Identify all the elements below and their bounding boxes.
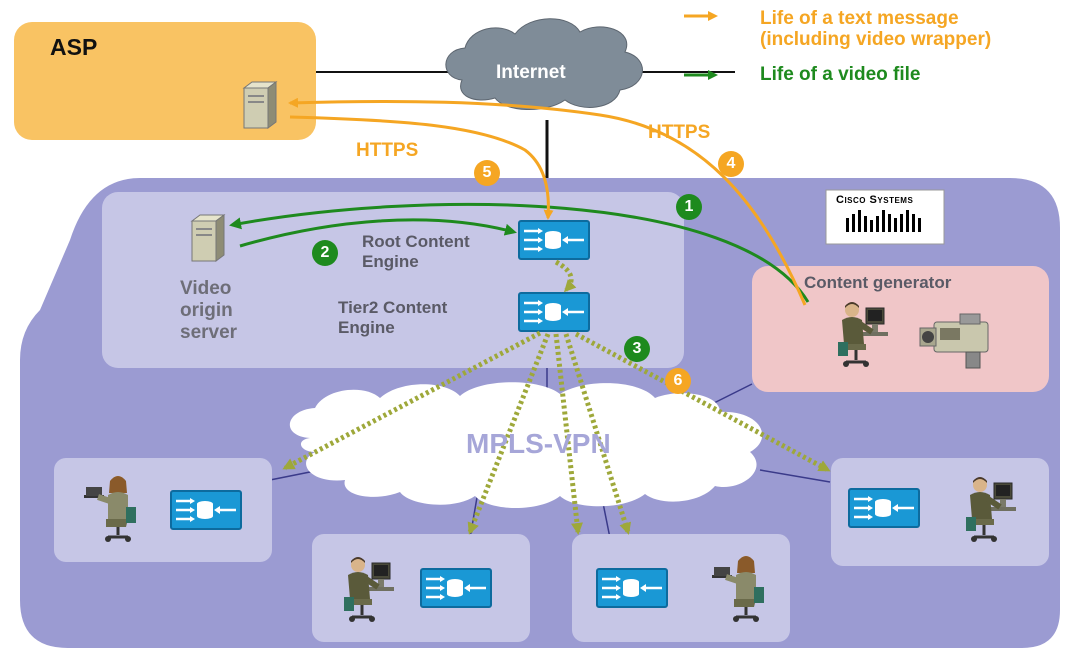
https-left-label: HTTPS	[356, 140, 419, 161]
step-badge-6: 6	[665, 368, 691, 394]
branch-bottom-right-content-engine-icon	[596, 568, 668, 608]
root-content-engine-label: Root Content Engine	[362, 232, 470, 271]
step-badge-2: 2	[312, 240, 338, 266]
asp-server-icon	[243, 81, 277, 129]
https-right-label: HTTPS	[648, 122, 711, 143]
branch-left-content-engine-icon	[170, 490, 242, 530]
step-badge-4: 4	[718, 151, 744, 177]
internet-cloud	[445, 18, 643, 110]
video-origin-server-icon	[190, 213, 226, 263]
content-generator-label: Content generator	[804, 273, 952, 292]
cisco-logo-text: Cisco Systems	[836, 194, 914, 206]
internet-label: Internet	[496, 62, 566, 83]
branch-box-bottom-right	[572, 534, 790, 642]
mpls-cloud	[289, 382, 763, 508]
legend-text-message-label: Life of a text message (including video …	[760, 8, 992, 50]
tier2-content-engine-icon	[518, 292, 590, 332]
video-origin-server-label: Video origin server	[180, 278, 238, 343]
legend-green-arrow-icon	[684, 70, 718, 80]
asp-label: ASP	[50, 34, 98, 60]
legend-orange-arrow-icon	[684, 11, 718, 21]
legend-video-file-label: Life of a video file	[760, 64, 921, 85]
step-badge-5: 5	[474, 160, 500, 186]
mpls-vpn-label: MPLS-VPN	[466, 428, 611, 459]
text-flow-arrows	[288, 97, 807, 306]
asp-box	[14, 22, 316, 140]
cisco-logo-icon	[846, 210, 921, 232]
branch-right-content-engine-icon	[848, 488, 920, 528]
step-badge-1: 1	[676, 194, 702, 220]
distribution-arrows	[282, 259, 831, 535]
root-content-engine-icon	[518, 220, 590, 260]
video-flow-arrows	[229, 202, 810, 303]
step-badge-3: 3	[624, 336, 650, 362]
branch-bottom-left-content-engine-icon	[420, 568, 492, 608]
tier2-content-engine-label: Tier2 Content Engine	[338, 298, 448, 337]
